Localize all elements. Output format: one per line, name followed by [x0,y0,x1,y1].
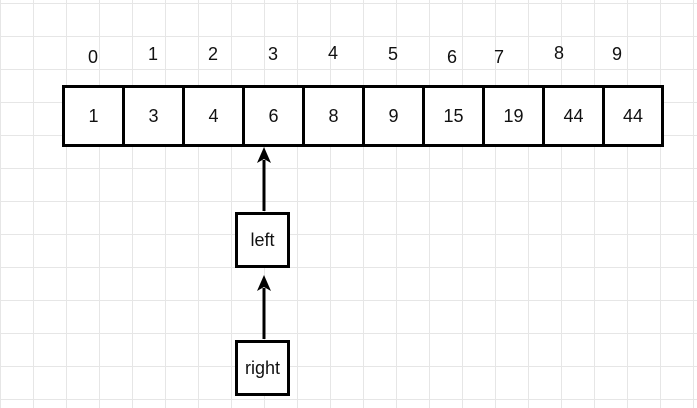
left-to-array-arrow [257,147,271,211]
array-cell: 15 [425,88,485,144]
array-cell: 8 [305,88,365,144]
index-label: 4 [327,43,338,63]
array-cell: 44 [545,88,605,144]
index-label: 1 [147,44,158,64]
index-label: 2 [207,44,218,64]
array-cell: 6 [245,88,305,144]
index-label: 0 [87,47,98,67]
array-cell: 4 [185,88,245,144]
array-cell: 3 [125,88,185,144]
right-pointer-label: right [244,357,280,378]
index-label: 8 [553,43,564,63]
left-pointer-box: left [235,212,290,268]
array-row: 1 3 4 6 8 9 15 19 44 44 [62,85,664,147]
right-to-left-arrow [257,275,271,339]
array-cell: 19 [485,88,545,144]
index-label: 7 [493,47,504,67]
index-label: 6 [446,47,457,67]
array-cell: 1 [65,88,125,144]
array-cell: 44 [622,105,644,126]
index-label: 3 [267,44,278,64]
array-cell: 9 [365,88,425,144]
left-pointer-label: left [250,229,275,250]
index-label: 5 [387,44,398,64]
right-pointer-box: right [235,340,290,396]
index-label: 9 [611,44,622,64]
